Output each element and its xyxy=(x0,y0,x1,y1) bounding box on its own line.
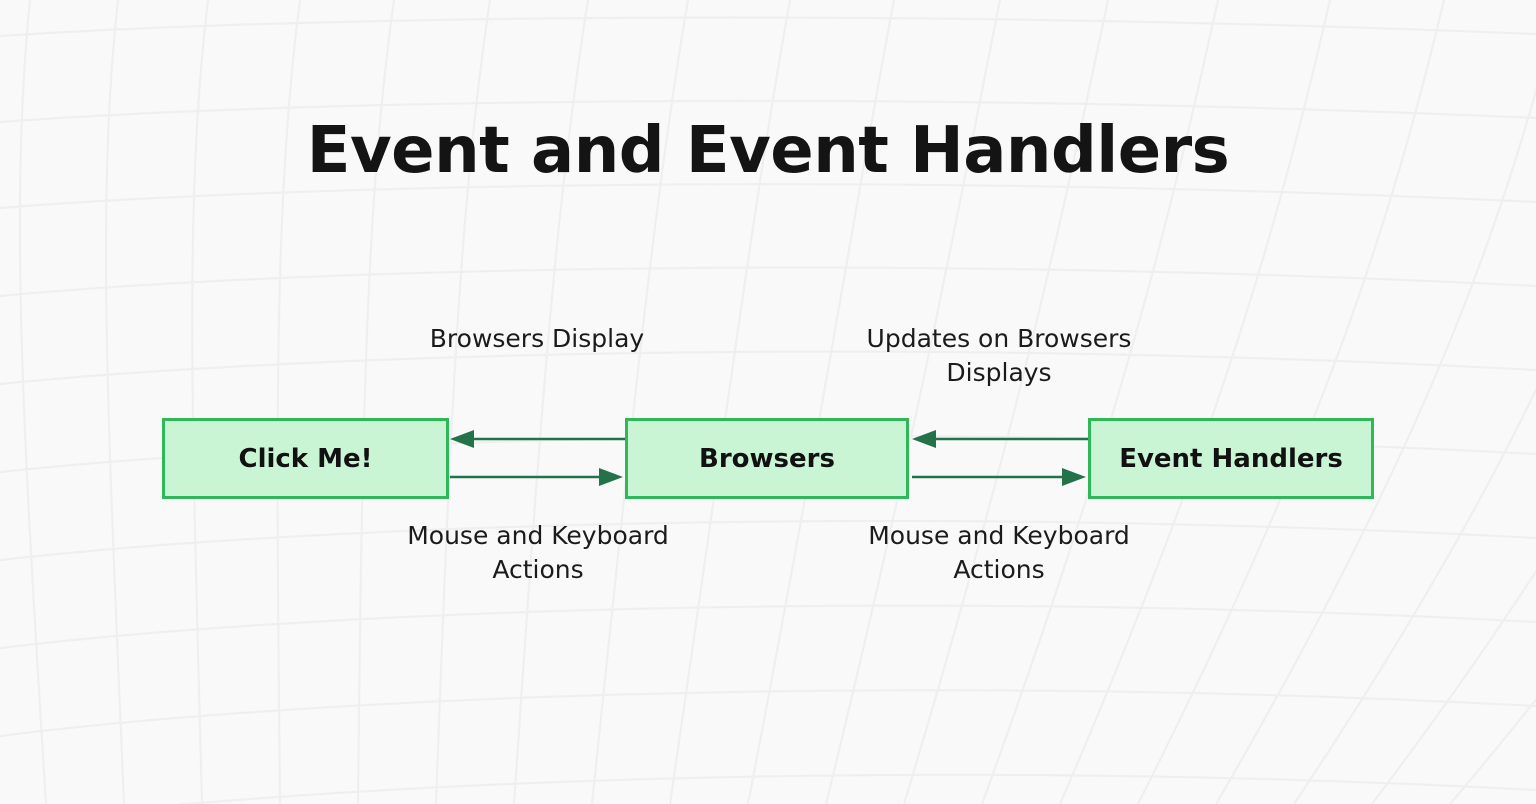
node-label: Click Me! xyxy=(238,443,373,474)
edge-label-mouse-keyboard-actions-left: Mouse and Keyboard Actions xyxy=(388,519,688,587)
edge-label-line: Actions xyxy=(492,555,584,584)
arrow-event-handlers-to-browsers xyxy=(912,430,1088,448)
arrow-click-me-to-browsers xyxy=(450,468,623,486)
edge-label-line: Displays xyxy=(946,358,1052,387)
node-browsers[interactable]: Browsers xyxy=(625,418,909,499)
arrow-browsers-to-click-me xyxy=(450,430,625,448)
edge-label-line: Mouse and Keyboard xyxy=(407,521,669,550)
edge-label-updates-on-browsers-displays: Updates on Browsers Displays xyxy=(848,322,1150,390)
edge-label-mouse-keyboard-actions-right: Mouse and Keyboard Actions xyxy=(849,519,1149,587)
edge-label-line: Actions xyxy=(953,555,1045,584)
edge-label-browsers-display: Browsers Display xyxy=(387,322,687,356)
node-label: Browsers xyxy=(699,443,835,474)
edge-label-line: Mouse and Keyboard xyxy=(868,521,1130,550)
node-click-me[interactable]: Click Me! xyxy=(162,418,449,499)
page-title: Event and Event Handlers xyxy=(306,114,1230,188)
edge-label-line: Updates on Browsers xyxy=(866,324,1132,353)
edge-label-line: Browsers Display xyxy=(429,324,645,353)
arrow-browsers-to-event-handlers xyxy=(912,468,1086,486)
node-label: Event Handlers xyxy=(1119,443,1343,474)
node-event-handlers[interactable]: Event Handlers xyxy=(1088,418,1374,499)
